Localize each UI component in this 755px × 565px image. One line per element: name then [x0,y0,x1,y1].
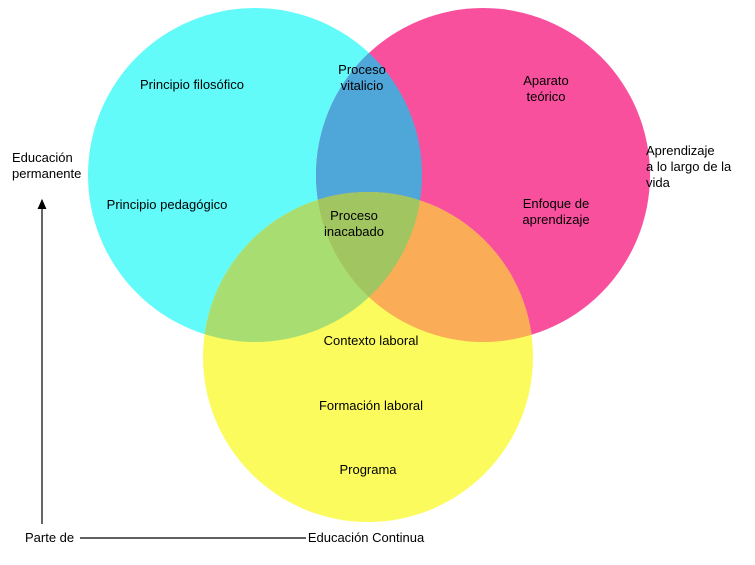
overlap-region-cyan-yellow [203,192,422,342]
label-principio-filosofico: Principio filosófico [139,77,245,93]
label-formacion-laboral: Formación laboral [318,398,424,414]
label-proceso-vitalicio: Proceso vitalicio [338,62,386,93]
label-contexto-laboral: Contexto laboral [323,333,419,349]
label-aparato-teorico: Aparato teórico [523,73,569,104]
overlap-region-pink-yellow [316,192,533,342]
label-programa: Programa [339,462,397,478]
label-proceso-inacabado: Proceso inacabado [324,208,384,239]
label-principio-pedagogico: Principio pedagógico [106,197,228,213]
label-aprendizaje-a-lo-largo-de-la-vida: Aprendizaje a lo largo de la vida [646,143,732,190]
label-educacion-permanente: Educación permanente [12,150,82,181]
label-parte-de: Parte de [25,530,75,546]
label-educacion-continua: Educación Continua [307,530,425,546]
label-enfoque-de-aprendizaje: Enfoque de aprendizaje [522,196,590,227]
